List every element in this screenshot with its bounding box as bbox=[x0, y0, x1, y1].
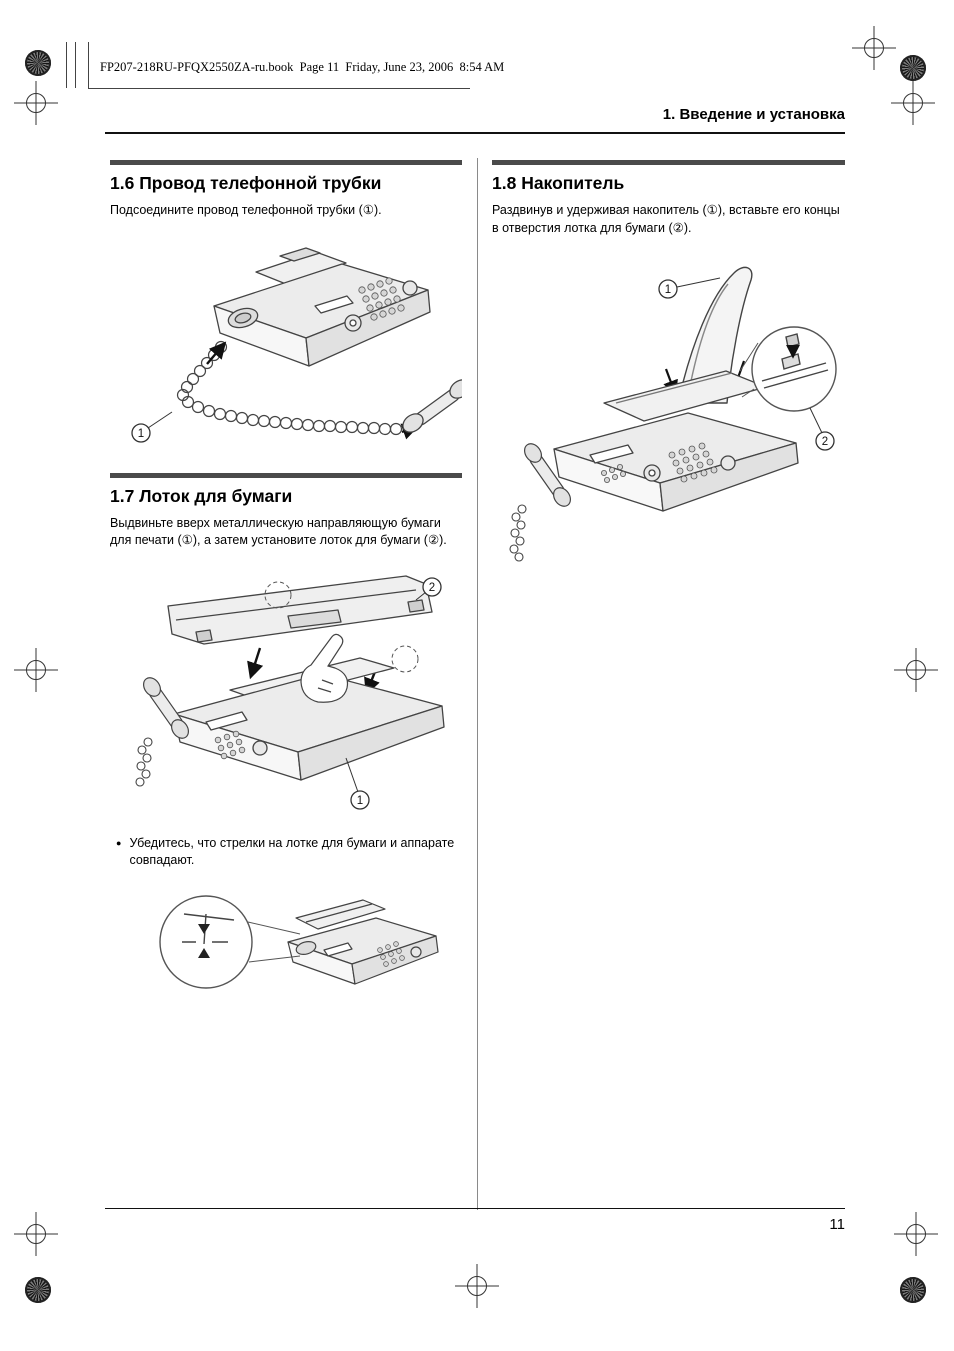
section-title-1-7: 1.7 Лоток для бумаги bbox=[110, 485, 293, 506]
section-body-1-8: Раздвинув и удерживая накопитель (①), вс… bbox=[492, 203, 840, 235]
sunburst-mark-icon bbox=[900, 55, 926, 81]
file-header: FP207-218RU-PFQX2550ZA-ru.book Page 11 F… bbox=[100, 60, 505, 74]
crosshair-mark-icon bbox=[14, 648, 58, 692]
arrow-alignment-illustration bbox=[159, 895, 439, 989]
sunburst-mark-icon bbox=[900, 1277, 926, 1303]
right-column: 1.8 Накопитель Раздвинув и удерживая нак… bbox=[492, 160, 845, 584]
arrow-icon bbox=[247, 647, 264, 679]
figure-handset-cord: 1 bbox=[110, 226, 471, 463]
left-column: 1.6 Провод телефонной трубки Подсоединит… bbox=[110, 160, 471, 1043]
chapter-header: 1. Введение и установка bbox=[662, 106, 845, 123]
alignment-arrow-icon bbox=[198, 947, 210, 958]
callout-number: 2 bbox=[822, 436, 828, 448]
fax-machine bbox=[213, 246, 431, 367]
callout-2: 2 bbox=[809, 407, 835, 451]
coiled-cord bbox=[509, 504, 527, 562]
note-text: Убедитесь, что стрелки на лотке для бума… bbox=[129, 835, 455, 868]
callout-1: 1 bbox=[131, 411, 173, 443]
hand bbox=[300, 633, 349, 703]
zoom-detail bbox=[159, 895, 253, 989]
header-underline bbox=[88, 88, 470, 89]
leader-line bbox=[247, 921, 301, 935]
arrow-icon bbox=[206, 341, 227, 365]
crosshair-mark-icon bbox=[894, 1212, 938, 1256]
section-1-8: 1.8 Накопитель Раздвинув и удерживая нак… bbox=[492, 160, 845, 574]
leader-line bbox=[739, 342, 759, 372]
section-bar bbox=[492, 160, 845, 165]
page-number: 11 bbox=[829, 1216, 845, 1233]
crosshair-mark-icon bbox=[852, 26, 896, 70]
stacker-illustration: 1 bbox=[509, 266, 837, 562]
figure-paper-tray: 2 1 bbox=[110, 562, 462, 819]
paper-tray bbox=[167, 575, 433, 645]
sunburst-mark-icon bbox=[25, 50, 51, 76]
leader-line bbox=[741, 388, 755, 398]
crop-tick bbox=[88, 42, 89, 88]
section-bar bbox=[110, 472, 462, 478]
alignment-arrow-icon bbox=[198, 923, 210, 934]
callout-1: 1 bbox=[345, 757, 370, 810]
section-title-1-8: 1.8 Накопитель bbox=[492, 173, 625, 193]
coiled-cord bbox=[135, 737, 153, 787]
paper-tray-illustration: 2 1 bbox=[135, 575, 445, 810]
handset-cord-illustration: 1 bbox=[131, 246, 471, 443]
handset bbox=[402, 378, 471, 433]
section-title-1-6: 1.6 Провод телефонной трубки bbox=[110, 173, 382, 193]
crosshair-mark-icon bbox=[894, 648, 938, 692]
fax-machine bbox=[287, 899, 439, 985]
keypad bbox=[358, 277, 405, 321]
magnifier-detail bbox=[751, 326, 837, 412]
callout-number: 1 bbox=[138, 428, 144, 440]
callout-2: 2 bbox=[415, 577, 442, 601]
section-bar bbox=[110, 160, 462, 165]
highlight-circle bbox=[391, 645, 419, 673]
section-body-1-7: Выдвиньте вверх металлическую направляющ… bbox=[110, 515, 447, 548]
fax-machine bbox=[553, 370, 799, 512]
keypad bbox=[377, 940, 405, 967]
keypad bbox=[601, 442, 718, 484]
crosshair-mark-icon bbox=[14, 1212, 58, 1256]
callout-1: 1 bbox=[658, 277, 721, 299]
section-1-6: 1.6 Провод телефонной трубки Подсоединит… bbox=[110, 160, 471, 463]
figure-arrow-alignment bbox=[148, 880, 462, 1033]
stacker bbox=[677, 266, 753, 404]
crop-tick bbox=[66, 42, 67, 88]
column-divider bbox=[477, 158, 478, 1210]
callout-number: 1 bbox=[665, 284, 671, 296]
handset bbox=[523, 443, 572, 507]
section-body-1-6: Подсоедините провод телефонной трубки (①… bbox=[110, 203, 382, 218]
note-bullet: ● Убедитесь, что стрелки на лотке для бу… bbox=[116, 835, 462, 870]
handset bbox=[142, 676, 190, 739]
sunburst-mark-icon bbox=[25, 1277, 51, 1303]
chapter-rule bbox=[105, 132, 845, 134]
crosshair-mark-icon bbox=[891, 81, 935, 125]
bullet-dot: ● bbox=[116, 837, 122, 848]
coiled-cord bbox=[176, 340, 403, 435]
section-1-7: 1.7 Лоток для бумаги Выдвиньте вверх мет… bbox=[110, 472, 462, 1033]
callout-number: 1 bbox=[357, 795, 363, 807]
footer-rule bbox=[105, 1208, 845, 1209]
highlight-circle bbox=[264, 581, 292, 609]
crosshair-mark-icon bbox=[455, 1264, 499, 1308]
callout-number: 2 bbox=[429, 582, 435, 594]
leader-line bbox=[248, 955, 301, 963]
keypad bbox=[214, 730, 246, 759]
figure-stacker: 1 bbox=[492, 251, 845, 574]
crosshair-mark-icon bbox=[14, 81, 58, 125]
crop-tick bbox=[75, 42, 76, 88]
